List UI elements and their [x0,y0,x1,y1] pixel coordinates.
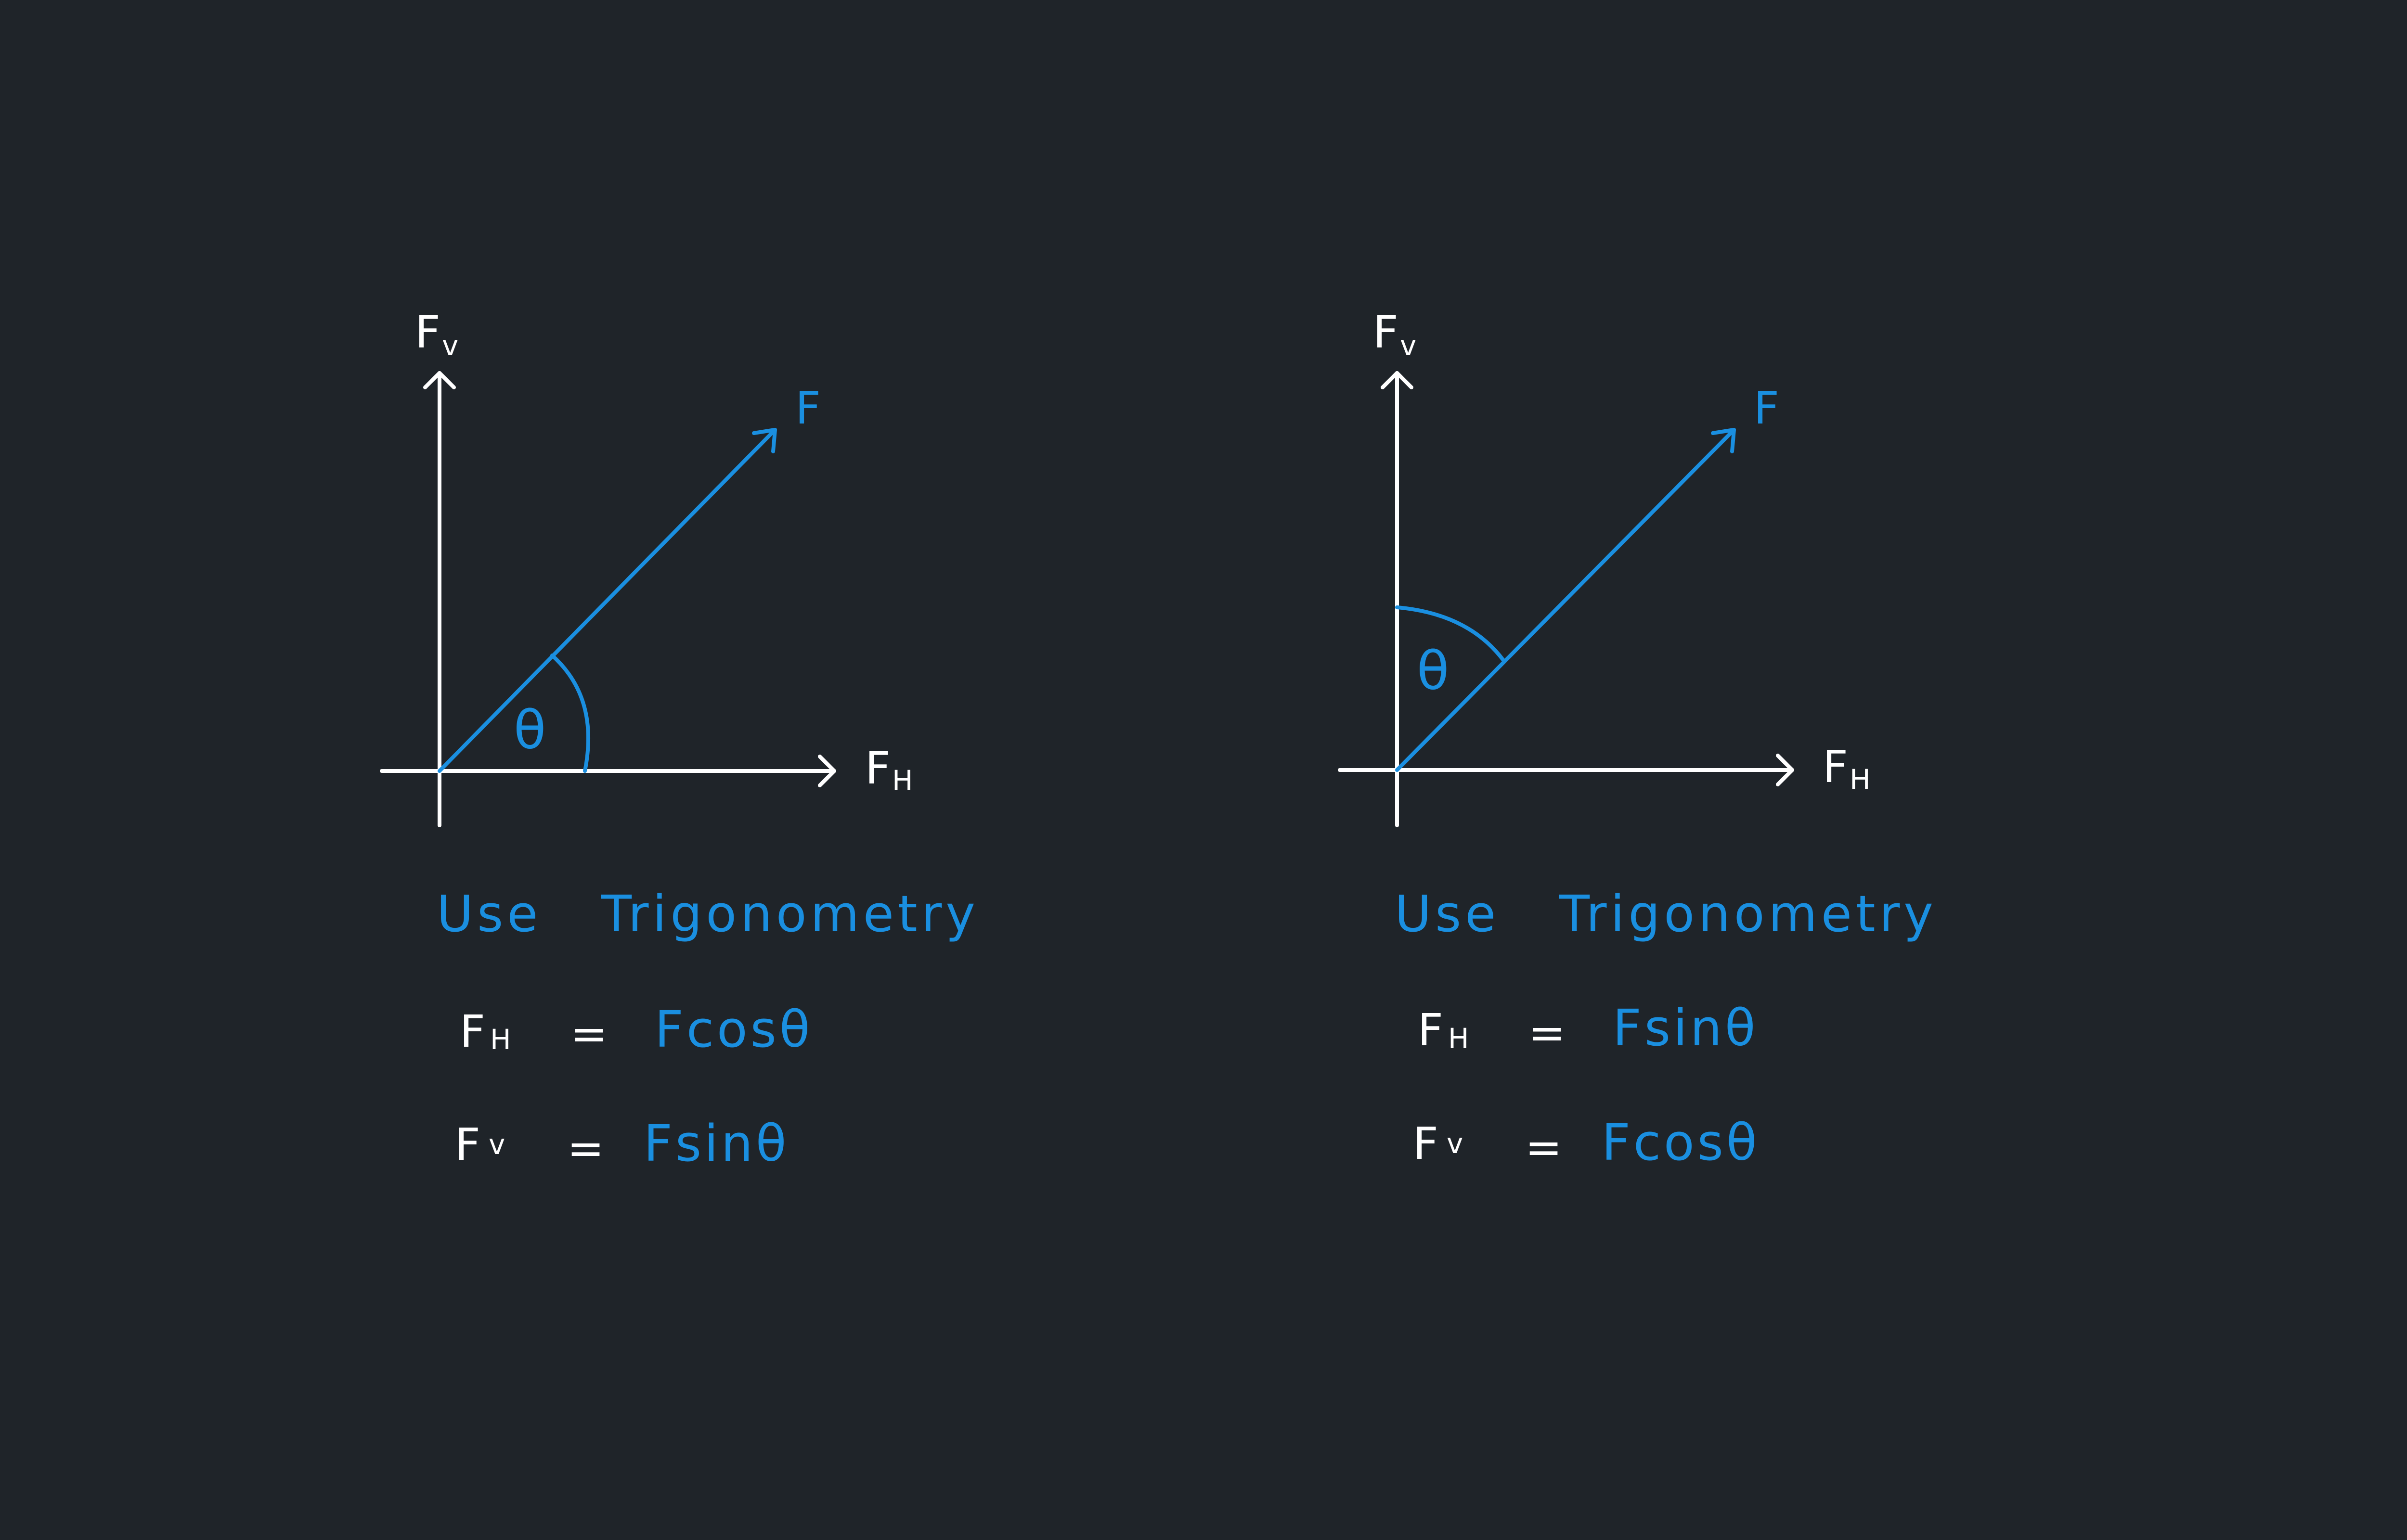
angle-arc [1395,605,1505,662]
horizontal-axis-label: F [1823,741,1848,793]
equation-row: F H = Fcosθ [460,1000,813,1060]
force-vector-arrowhead [752,428,777,453]
equation-row: F H = Fsinθ [1418,999,1758,1059]
angle-label: θ [514,699,546,761]
equation-rhs: Fsinθ [644,1114,789,1173]
equation-equals: = [1525,1122,1562,1173]
equation-lhs: F [1413,1118,1438,1169]
force-label: F [795,383,821,434]
angle-label: θ [1417,640,1449,702]
equation-lhs-subscript: v [489,1128,505,1161]
equation-rhs: Fcosθ [655,1000,813,1059]
angle-arc [550,654,591,773]
horizontal-axis-label: F [865,743,891,794]
force-label: F [1754,383,1779,434]
horizontal-axis-arrowhead [818,755,836,787]
equation-equals: = [567,1123,604,1174]
equation-lhs: F [1418,1004,1443,1056]
vertical-axis-arrowhead [1381,371,1413,389]
force-vector [1395,428,1736,772]
equation-row: F v = Fsinθ [455,1114,789,1174]
equation-rhs: Fcosθ [1602,1113,1760,1172]
vertical-axis-label-subscript: v [1400,329,1416,362]
equation-lhs: F [460,1006,485,1057]
horizontal-axis-label-subscript: H [892,764,913,797]
force-vector [438,428,777,773]
diagram-left: F v F H F θ Use Trigonometry F H = Fcosθ… [380,307,979,1174]
equation-lhs: F [455,1119,480,1170]
force-vector-arrowhead [1711,428,1736,453]
vertical-axis-label-subscript: v [442,329,458,362]
equation-equals: = [1528,1007,1566,1059]
equation-lhs-subscript: H [1448,1022,1469,1055]
heading: Use Trigonometry [1395,885,1937,943]
equation-equals: = [570,1008,608,1060]
heading: Use Trigonometry [437,885,979,943]
horizontal-axis-arrowhead [1776,754,1794,786]
equation-row: F v = Fcosθ [1413,1113,1760,1173]
diagram-right: F v F H F θ Use Trigonometry F H = Fsinθ… [1338,307,1937,1173]
horizontal-axis-label-subscript: H [1850,763,1871,796]
equation-lhs-subscript: H [490,1023,511,1056]
vertical-axis-label: F [415,307,440,358]
equation-rhs: Fsinθ [1613,999,1758,1057]
vertical-axis-arrowhead [423,371,456,389]
vertical-axis-label: F [1373,307,1398,358]
equation-lhs-subscript: v [1447,1127,1463,1160]
